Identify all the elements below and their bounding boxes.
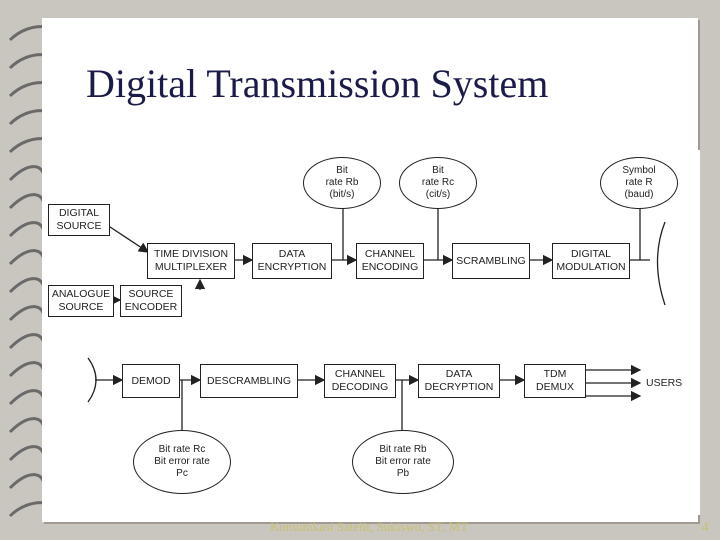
analogue-source-block: ANALOGUE SOURCE bbox=[48, 285, 114, 317]
digital-source-block: DIGITAL SOURCE bbox=[48, 204, 110, 236]
bit-rate-rb-ellipse: Bit rate Rb (bit/s) bbox=[303, 157, 381, 209]
users-label: USERS bbox=[646, 377, 683, 389]
symbol-rate-ellipse: Symbol rate R (baud) bbox=[600, 157, 678, 209]
source-encoder-block: SOURCE ENCODER bbox=[120, 285, 182, 317]
descrambling-block: DESCRAMBLING bbox=[200, 364, 298, 398]
data-encryption-block: DATA ENCRYPTION bbox=[252, 243, 332, 279]
data-decryption-block: DATA DECRYPTION bbox=[418, 364, 500, 398]
channel-decoding-block: CHANNEL DECODING bbox=[324, 364, 396, 398]
digital-modulation-block: DIGITAL MODULATION bbox=[552, 243, 630, 279]
tdm-block: TIME DIVISION MULTIPLEXER bbox=[147, 243, 235, 279]
bit-error-rate-pc-ellipse: Bit rate Rc Bit error rate Pc bbox=[133, 430, 231, 494]
demod-block: DEMOD bbox=[122, 364, 180, 398]
slide-footer: Komunikasi Satelit, Sukiswo, ST, MT bbox=[270, 519, 469, 534]
bit-rate-rc-ellipse: Bit rate Rc (cit/s) bbox=[399, 157, 477, 209]
slide-title: Digital Transmission System bbox=[86, 61, 549, 106]
page-number: 4 bbox=[702, 519, 709, 534]
tdm-demux-block: TDM DEMUX bbox=[524, 364, 586, 398]
channel-encoding-block: CHANNEL ENCODING bbox=[356, 243, 424, 279]
scrambling-block: SCRAMBLING bbox=[452, 243, 530, 279]
bit-error-rate-pb-ellipse: Bit rate Rb Bit error rate Pb bbox=[352, 430, 454, 494]
